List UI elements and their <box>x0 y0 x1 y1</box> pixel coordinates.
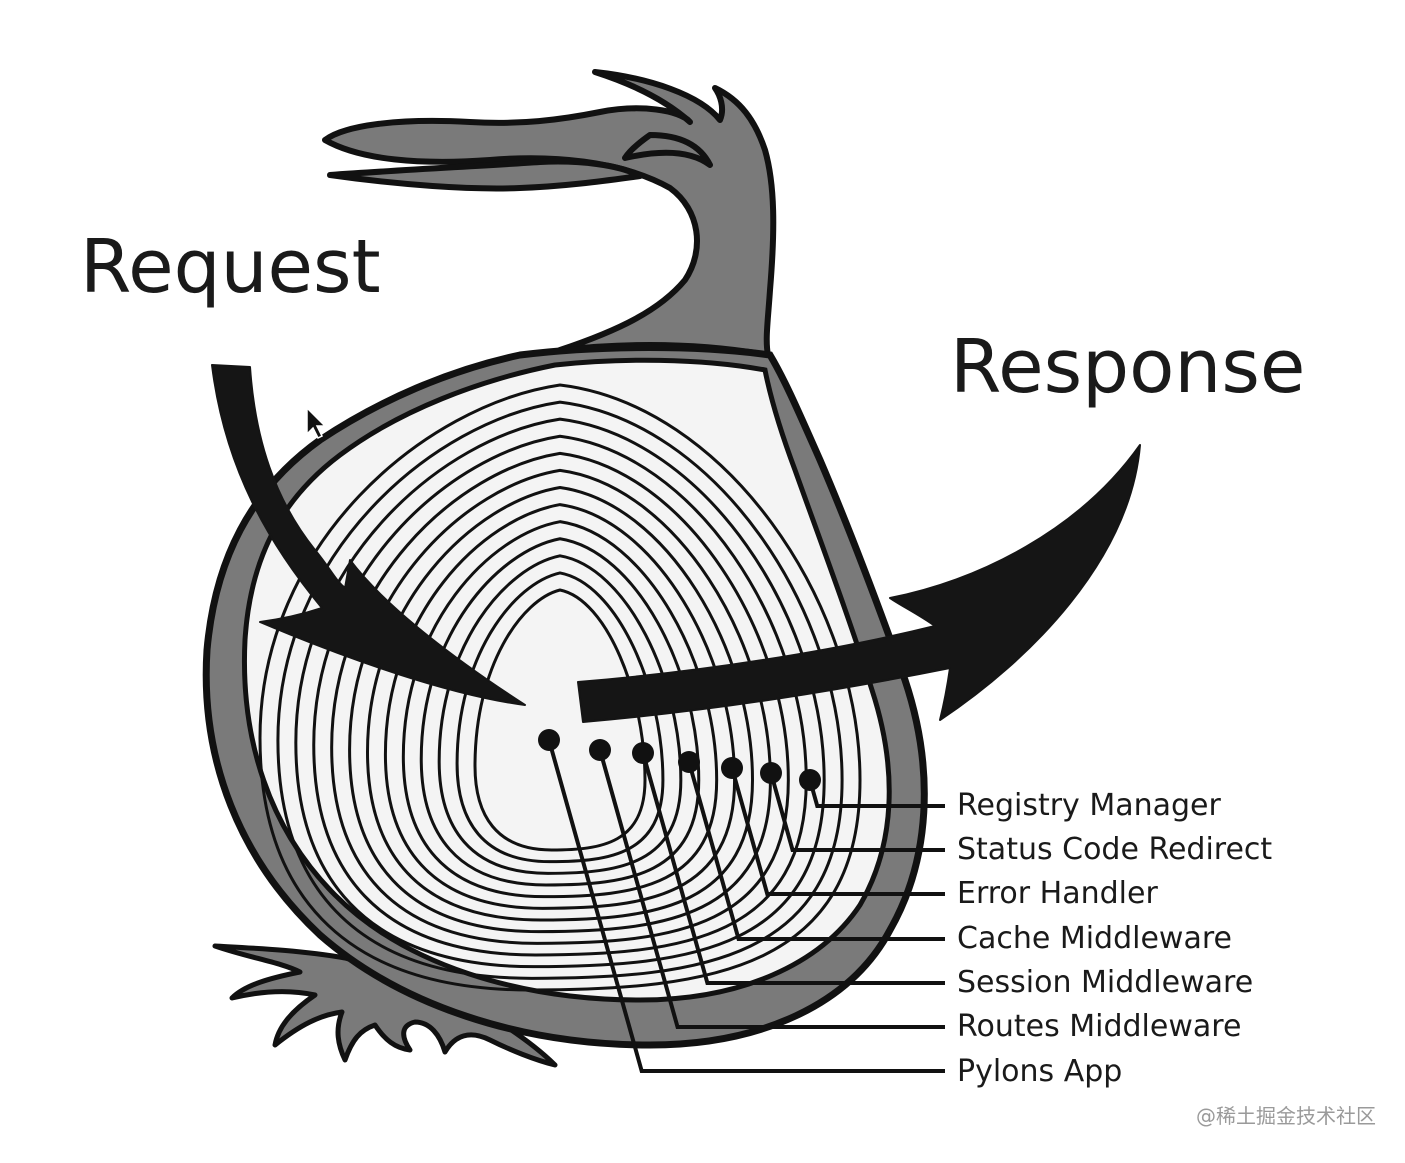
onion-ring <box>294 417 826 969</box>
layer-dot <box>799 769 821 791</box>
response-label: Response <box>950 324 1305 410</box>
layer-dot <box>721 757 743 779</box>
request-arrow <box>211 364 526 706</box>
layer-dot <box>632 742 654 764</box>
layer-label-error-handler: Error Handler <box>957 876 1158 911</box>
watermark: @稀土掘金技术社区 <box>1196 1104 1376 1128</box>
layer-dot <box>678 751 700 773</box>
layer-label-status-code-redirect: Status Code Redirect <box>957 832 1272 867</box>
layer-dot <box>760 762 782 784</box>
leader-line <box>598 749 945 1029</box>
mouse-cursor-icon <box>306 406 327 440</box>
onion-ring <box>419 537 701 887</box>
layer-label-cache-middleware: Cache Middleware <box>957 921 1232 956</box>
onion-stalk <box>322 69 777 358</box>
onion-ring <box>437 554 683 875</box>
leader-line <box>641 752 945 985</box>
leader-line <box>547 739 945 1073</box>
onion-ring <box>455 571 665 864</box>
layer-leaders <box>538 729 945 1073</box>
onion-ring <box>401 520 719 899</box>
response-arrow <box>577 444 1141 723</box>
layer-labels: Registry Manager Status Code Redirect Er… <box>957 788 1272 1089</box>
leader-line <box>730 767 945 896</box>
layer-dot <box>538 729 560 751</box>
onion-roots <box>212 943 558 1068</box>
layer-label-routes-middleware: Routes Middleware <box>957 1009 1241 1044</box>
leader-line <box>769 772 945 852</box>
layer-label-pylons-app: Pylons App <box>957 1054 1122 1089</box>
layer-label-registry-manager: Registry Manager <box>957 788 1222 823</box>
layer-label-session-middleware: Session Middleware <box>957 965 1253 1000</box>
leader-line <box>687 761 945 941</box>
request-label: Request <box>80 224 381 310</box>
layer-dot <box>589 739 611 761</box>
